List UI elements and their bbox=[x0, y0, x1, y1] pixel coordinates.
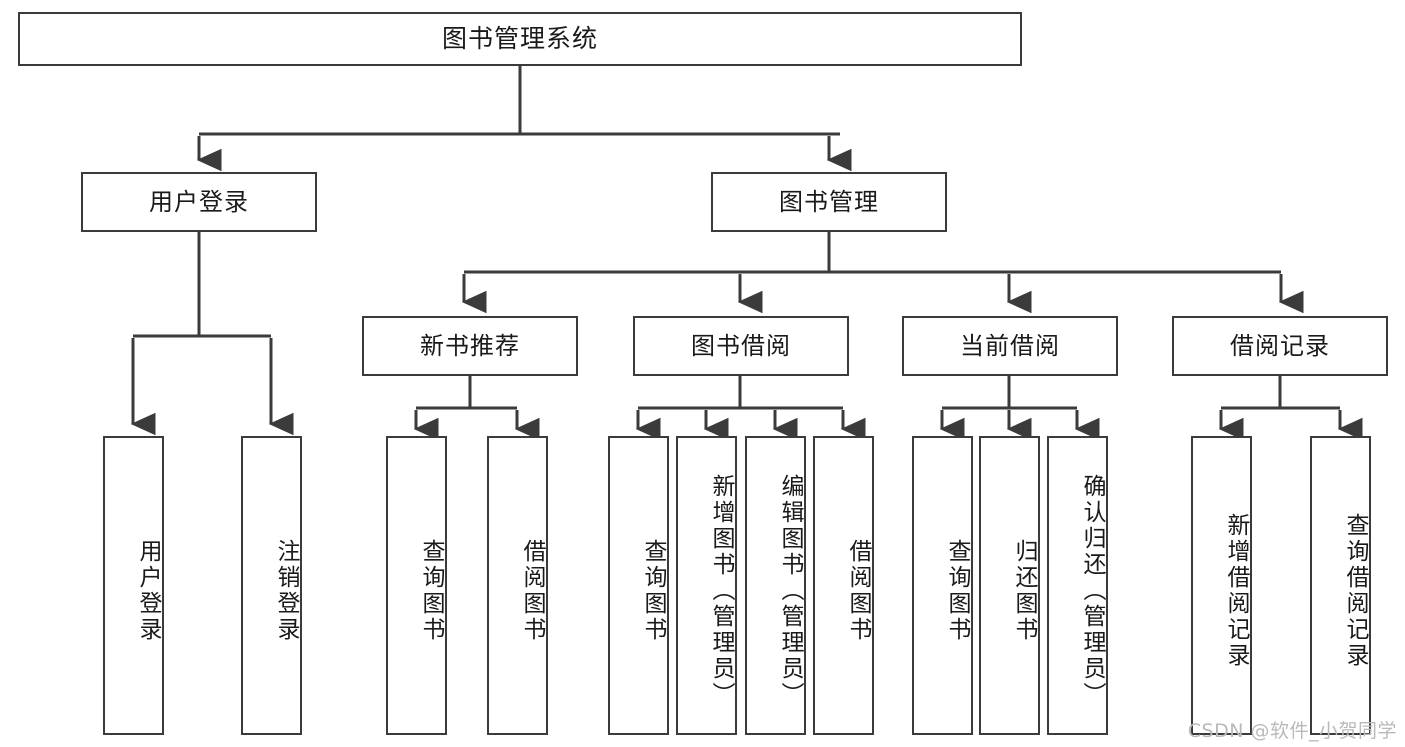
leaf-query-borrow-record[interactable]: 查询借阅记录 bbox=[1310, 436, 1371, 735]
node-borrow-record[interactable]: 借阅记录 bbox=[1172, 316, 1388, 376]
node-root-system[interactable]: 图书管理系统 bbox=[18, 12, 1022, 66]
leaf-add-book-admin[interactable]: 新增图书（管理员） bbox=[676, 436, 737, 735]
node-user-login[interactable]: 用户登录 bbox=[81, 172, 317, 232]
leaf-return-book[interactable]: 归还图书 bbox=[979, 436, 1040, 735]
node-book-manage[interactable]: 图书管理 bbox=[711, 172, 947, 232]
leaf-query-book-borrow[interactable]: 查询图书 bbox=[608, 436, 669, 735]
leaf-confirm-return-admin[interactable]: 确认归还（管理员） bbox=[1047, 436, 1108, 735]
leaf-query-book-current[interactable]: 查询图书 bbox=[912, 436, 973, 735]
leaf-user-login[interactable]: 用户登录 bbox=[103, 436, 164, 735]
node-current-borrow[interactable]: 当前借阅 bbox=[902, 316, 1118, 376]
leaf-borrow-book-recommend[interactable]: 借阅图书 bbox=[487, 436, 548, 735]
leaf-logout-login[interactable]: 注销登录 bbox=[241, 436, 302, 735]
csdn-watermark: CSDN @软件_小贺同学 bbox=[1187, 720, 1397, 742]
node-new-book-recommend[interactable]: 新书推荐 bbox=[362, 316, 578, 376]
leaf-query-book-recommend[interactable]: 查询图书 bbox=[386, 436, 447, 735]
node-book-borrow[interactable]: 图书借阅 bbox=[633, 316, 849, 376]
leaf-borrow-book-borrow[interactable]: 借阅图书 bbox=[813, 436, 874, 735]
leaf-add-borrow-record[interactable]: 新增借阅记录 bbox=[1191, 436, 1252, 735]
leaf-edit-book-admin[interactable]: 编辑图书（管理员） bbox=[745, 436, 806, 735]
